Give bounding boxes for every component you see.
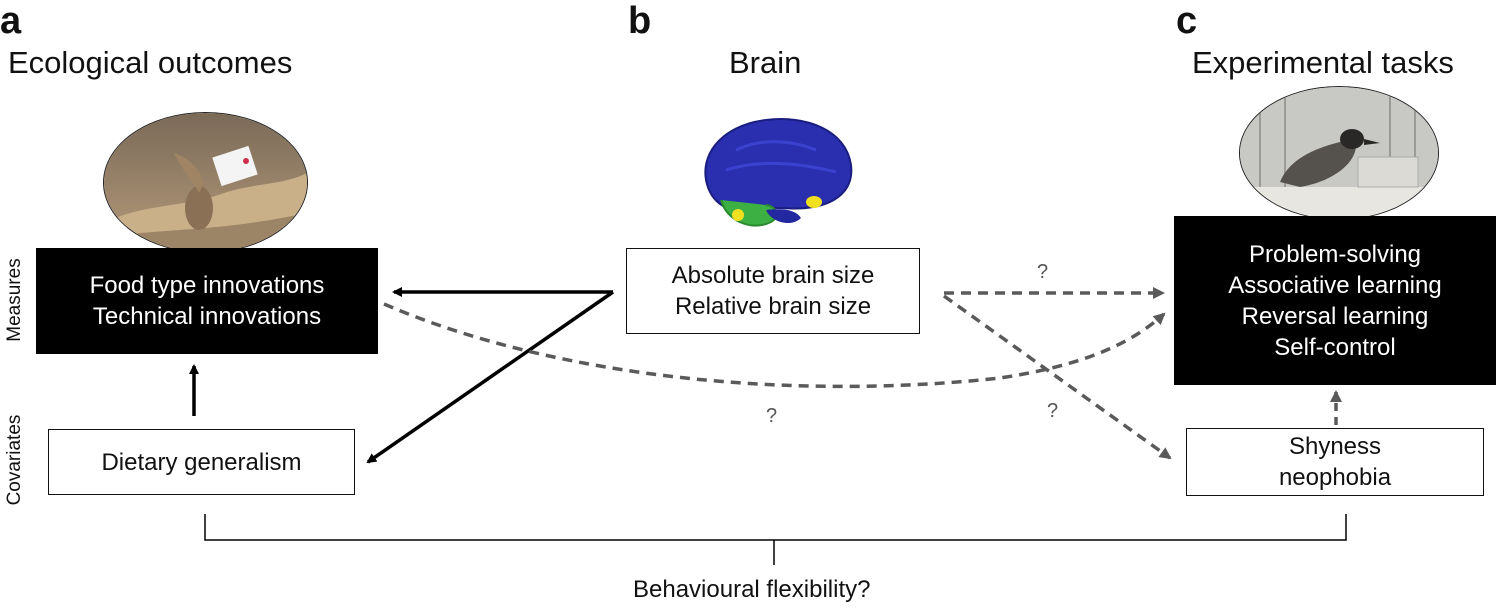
flexibility-bracket: [204, 514, 1347, 541]
dietary-generalism-box: Dietary generalism: [48, 429, 355, 495]
brain-3d-model-icon: [704, 118, 853, 227]
experimental-measure-label: Self-control: [1274, 333, 1396, 361]
brain-measure-label: Relative brain size: [674, 293, 872, 320]
bird-with-paper-photo-icon: [104, 113, 307, 252]
solid-arrow-brain-to-dietary: [366, 290, 614, 464]
dietary-generalism-label: Dietary generalism: [101, 448, 302, 476]
brain-measures-box: Absolute brain size Relative brain size: [626, 248, 920, 334]
dashed-arrow-brain-to-shyness: [942, 294, 1172, 460]
brain-measure-label: Absolute brain size: [671, 262, 875, 289]
shyness-box: Shyness neophobia: [1186, 428, 1484, 496]
experimental-measure-label: Associative learning: [1228, 271, 1442, 299]
ecological-measures-box: Food type innovations Technical innovati…: [36, 248, 378, 354]
panel-title-a: Ecological outcomes: [8, 45, 293, 80]
panel-title-b: Brain: [729, 45, 802, 80]
bird-innovation-photo: [103, 112, 308, 253]
question-mark-curve: ?: [766, 405, 778, 427]
question-mark-brain-shyness: ?: [1047, 400, 1059, 422]
bird-at-task-apparatus-photo-icon: [1240, 87, 1438, 219]
bird-task-photo: [1239, 86, 1439, 220]
behavioural-flexibility-label: Behavioural flexibility?: [633, 576, 871, 603]
panel-letter-b: b: [628, 0, 652, 42]
dashed-curve-innovations-to-tasks: [383, 302, 1166, 389]
panel-letter-c: c: [1176, 0, 1198, 42]
panel-letter-a: a: [0, 0, 22, 42]
shyness-label: neophobia: [1278, 464, 1392, 491]
experimental-measure-label: Problem-solving: [1248, 240, 1422, 268]
ecological-measure-label: Technical innovations: [92, 303, 322, 330]
experimental-measures-box: Problem-solving Associative learning Rev…: [1174, 216, 1496, 385]
experimental-measure-label: Reversal learning: [1241, 302, 1429, 330]
panel-title-c: Experimental tasks: [1192, 45, 1454, 80]
ecological-measure-label: Food type innovations: [89, 272, 325, 299]
question-mark-brain-tasks: ?: [1037, 261, 1049, 283]
shyness-label: Shyness: [1288, 433, 1382, 460]
